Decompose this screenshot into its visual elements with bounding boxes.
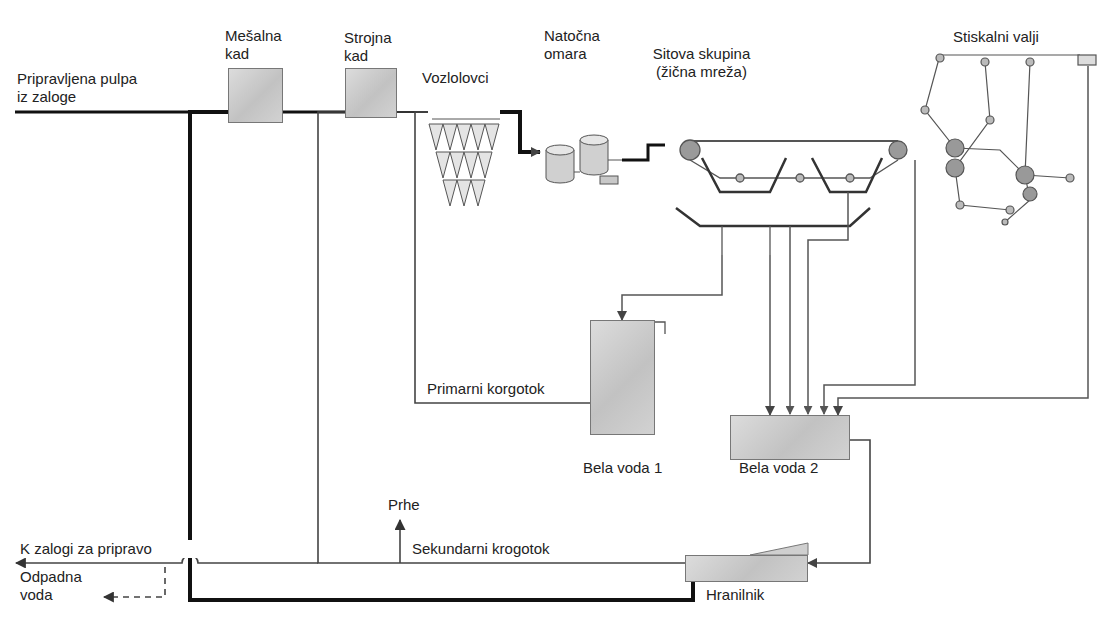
pipe-connector	[769, 255, 771, 415]
flow-label: Pripravljena pulpa iz zaloge	[15, 70, 149, 106]
flow-label: Prhe	[386, 496, 450, 514]
mixing-chest: Mešalna kad	[228, 68, 283, 123]
storage-silo: Hranilnik	[685, 555, 808, 582]
overflow-lip	[655, 322, 665, 334]
cleaners: Vozlolovci	[428, 105, 500, 210]
node-label: Natočna omara	[544, 27, 616, 63]
wire-section	[676, 140, 907, 255]
pipe-connector	[838, 225, 1088, 415]
node-label: Bela voda 1	[583, 459, 693, 477]
node-label: Stiskalni valji	[953, 28, 1083, 46]
machine-chest: Strojna kad	[345, 68, 397, 118]
edge-label: Primarni korgotok	[425, 380, 547, 398]
headbox	[546, 135, 622, 184]
node-label: Strojna kad	[344, 29, 406, 65]
wire-section: Sitova skupina (žična mreža)	[665, 135, 910, 255]
pipe-connector	[190, 112, 693, 600]
pipe-connector	[500, 112, 540, 152]
press-section: Stiskalni valji	[905, 55, 1100, 225]
pipe-connector	[622, 255, 722, 320]
press-rolls	[921, 54, 1096, 225]
node-label: Bela voda 2	[739, 459, 849, 477]
shower-line	[399, 520, 401, 563]
pipe-connector	[415, 112, 590, 403]
node-label: Vozlolovci	[422, 69, 512, 87]
flow-label: K zalogi za pripravo	[18, 540, 212, 558]
node-label: Sitova skupina (žična mreža)	[639, 45, 764, 81]
pipe-connector	[318, 112, 685, 563]
cleaner-cones	[429, 119, 500, 206]
drain-lines	[790, 66, 1088, 414]
pipe-connector	[622, 145, 665, 160]
node-label: Mešalna kad	[225, 27, 291, 63]
silo-wedge	[750, 543, 808, 555]
white-water-tank: Bela voda 2	[730, 415, 850, 460]
flow-label: Odpadna voda	[18, 568, 94, 604]
waste-line	[104, 567, 165, 597]
edge-label: Sekundarni krogotok	[410, 540, 552, 558]
headbox: Natočna omara	[540, 132, 622, 187]
white-water-tank: Bela voda 1	[590, 320, 655, 435]
node-label: Hranilnik	[706, 586, 796, 604]
